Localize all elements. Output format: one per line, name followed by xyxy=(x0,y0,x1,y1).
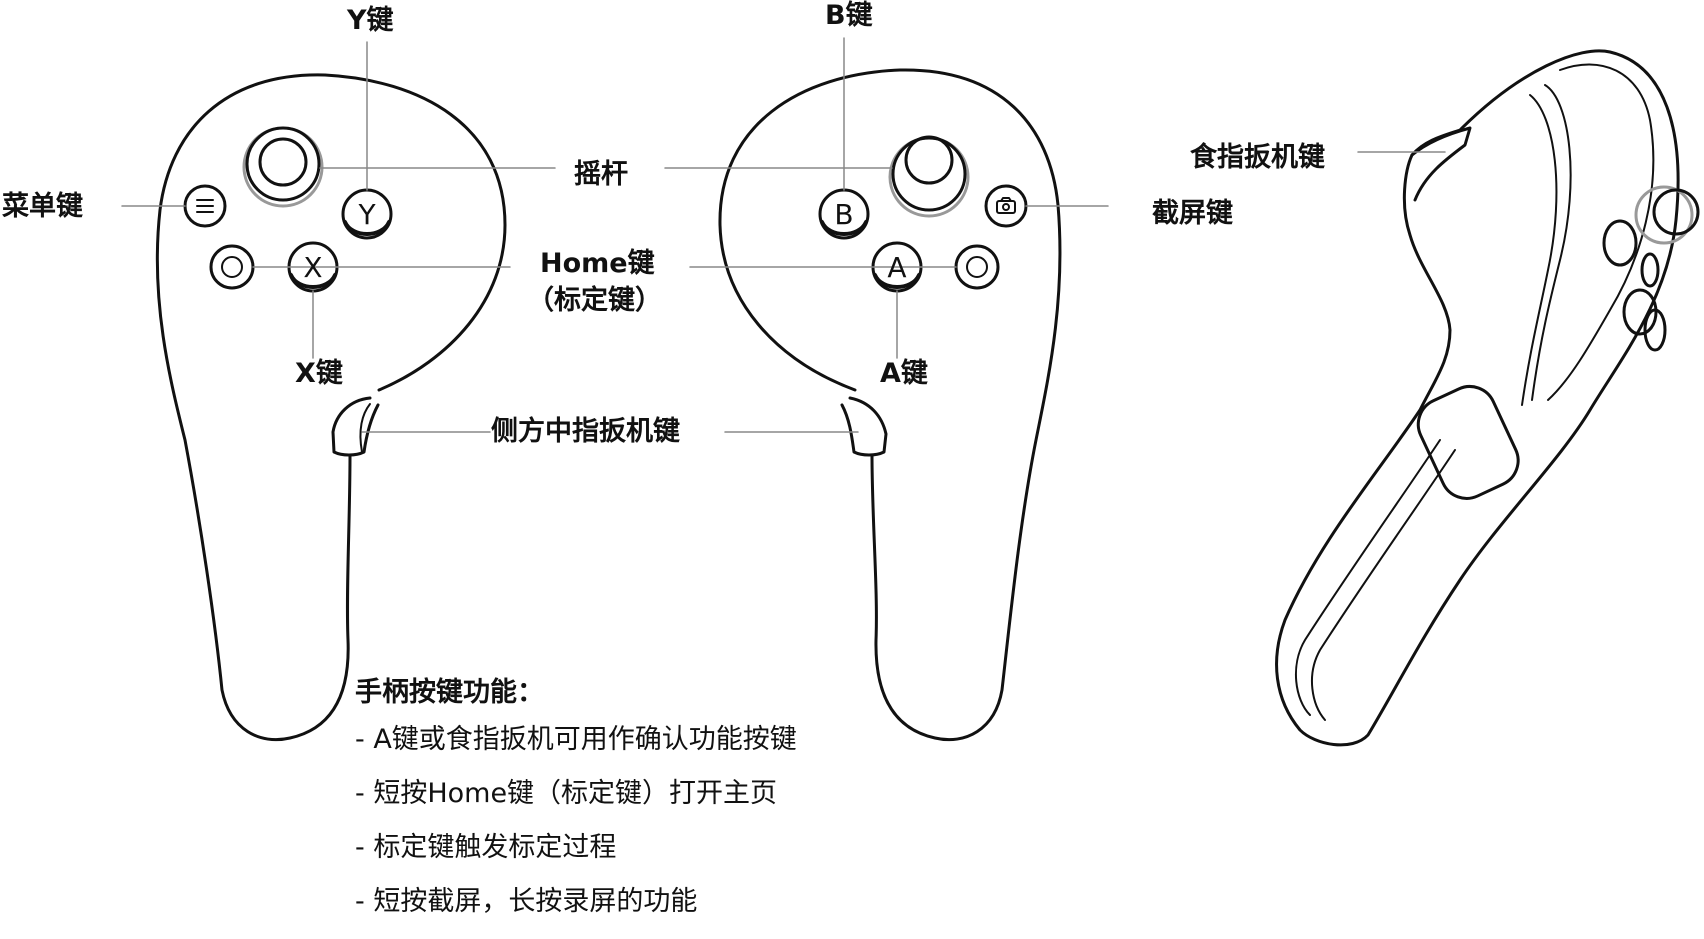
side-ring-inner xyxy=(1547,63,1655,401)
left-joystick-base xyxy=(245,126,321,202)
label-home-key-sub: （标定键） xyxy=(527,285,662,316)
side-button-top xyxy=(1602,219,1638,267)
grip-seam xyxy=(1294,439,1441,716)
side-view-controller xyxy=(1275,49,1700,747)
label-index-trigger: 食指扳机键 xyxy=(1190,142,1325,173)
left-home-button-ring xyxy=(221,256,243,278)
notes-item: - 短按截屏，长按录屏的功能 xyxy=(355,886,698,917)
left-home-button xyxy=(209,244,255,290)
left-controller xyxy=(155,73,507,742)
left-side-grip-trigger xyxy=(331,396,380,457)
right-side-grip-trigger xyxy=(840,396,888,457)
camera-icon xyxy=(996,200,1016,214)
notes-title: 手柄按键功能： xyxy=(355,677,544,708)
screenshot-button xyxy=(984,184,1028,228)
side-ring-edge-2 xyxy=(1521,94,1558,406)
left-grip-inner xyxy=(359,403,371,453)
side-button-small xyxy=(1643,308,1667,352)
notes-item: - 短按Home键（标定键）打开主页 xyxy=(355,778,778,809)
notes-item: - A键或食指扳机可用作确认功能按键 xyxy=(355,724,797,755)
index-trigger-shape xyxy=(1410,126,1472,202)
label-screenshot-key: 截屏键 xyxy=(1152,198,1233,229)
left-joystick-cap xyxy=(258,137,308,187)
y-button-glyph: Y xyxy=(357,198,376,231)
right-home-button xyxy=(954,244,1000,290)
function-notes: 手柄按键功能： - A键或食指扳机可用作确认功能按键 - 短按Home键（标定键… xyxy=(355,676,797,939)
menu-icon xyxy=(196,199,214,213)
side-joystick-ring xyxy=(1634,185,1694,245)
label-a-key: A键 xyxy=(880,358,928,389)
left-controller-body xyxy=(155,73,507,742)
side-button-bottom xyxy=(1622,288,1658,336)
label-y-key: Y键 xyxy=(347,5,394,36)
x-button-glyph: X xyxy=(303,251,322,284)
side-ring-edge xyxy=(1531,84,1572,401)
b-button-glyph: B xyxy=(834,198,853,231)
label-menu-key: 菜单键 xyxy=(2,191,83,222)
label-side-grip: 侧方中指扳机键 xyxy=(491,416,680,447)
right-home-button-ring xyxy=(966,256,988,278)
right-controller-body xyxy=(718,68,1062,742)
label-x-key: X键 xyxy=(295,358,343,389)
label-joystick: 摇杆 xyxy=(574,159,628,190)
label-b-key: B键 xyxy=(825,0,873,31)
side-joystick-cap xyxy=(1652,188,1700,236)
label-home-key: Home键 xyxy=(540,248,655,279)
right-joystick-base xyxy=(891,136,967,212)
side-button-small-2 xyxy=(1640,252,1660,288)
side-ring xyxy=(1275,49,1680,747)
side-grip-pad xyxy=(1416,385,1520,500)
leader-lines xyxy=(121,37,1446,433)
notes-item: - 标定键触发标定过程 xyxy=(355,832,617,863)
a-button-glyph: A xyxy=(887,251,906,284)
right-joystick-cap xyxy=(904,135,954,185)
right-controller xyxy=(718,68,1062,742)
grip-seam-2 xyxy=(1311,449,1456,721)
